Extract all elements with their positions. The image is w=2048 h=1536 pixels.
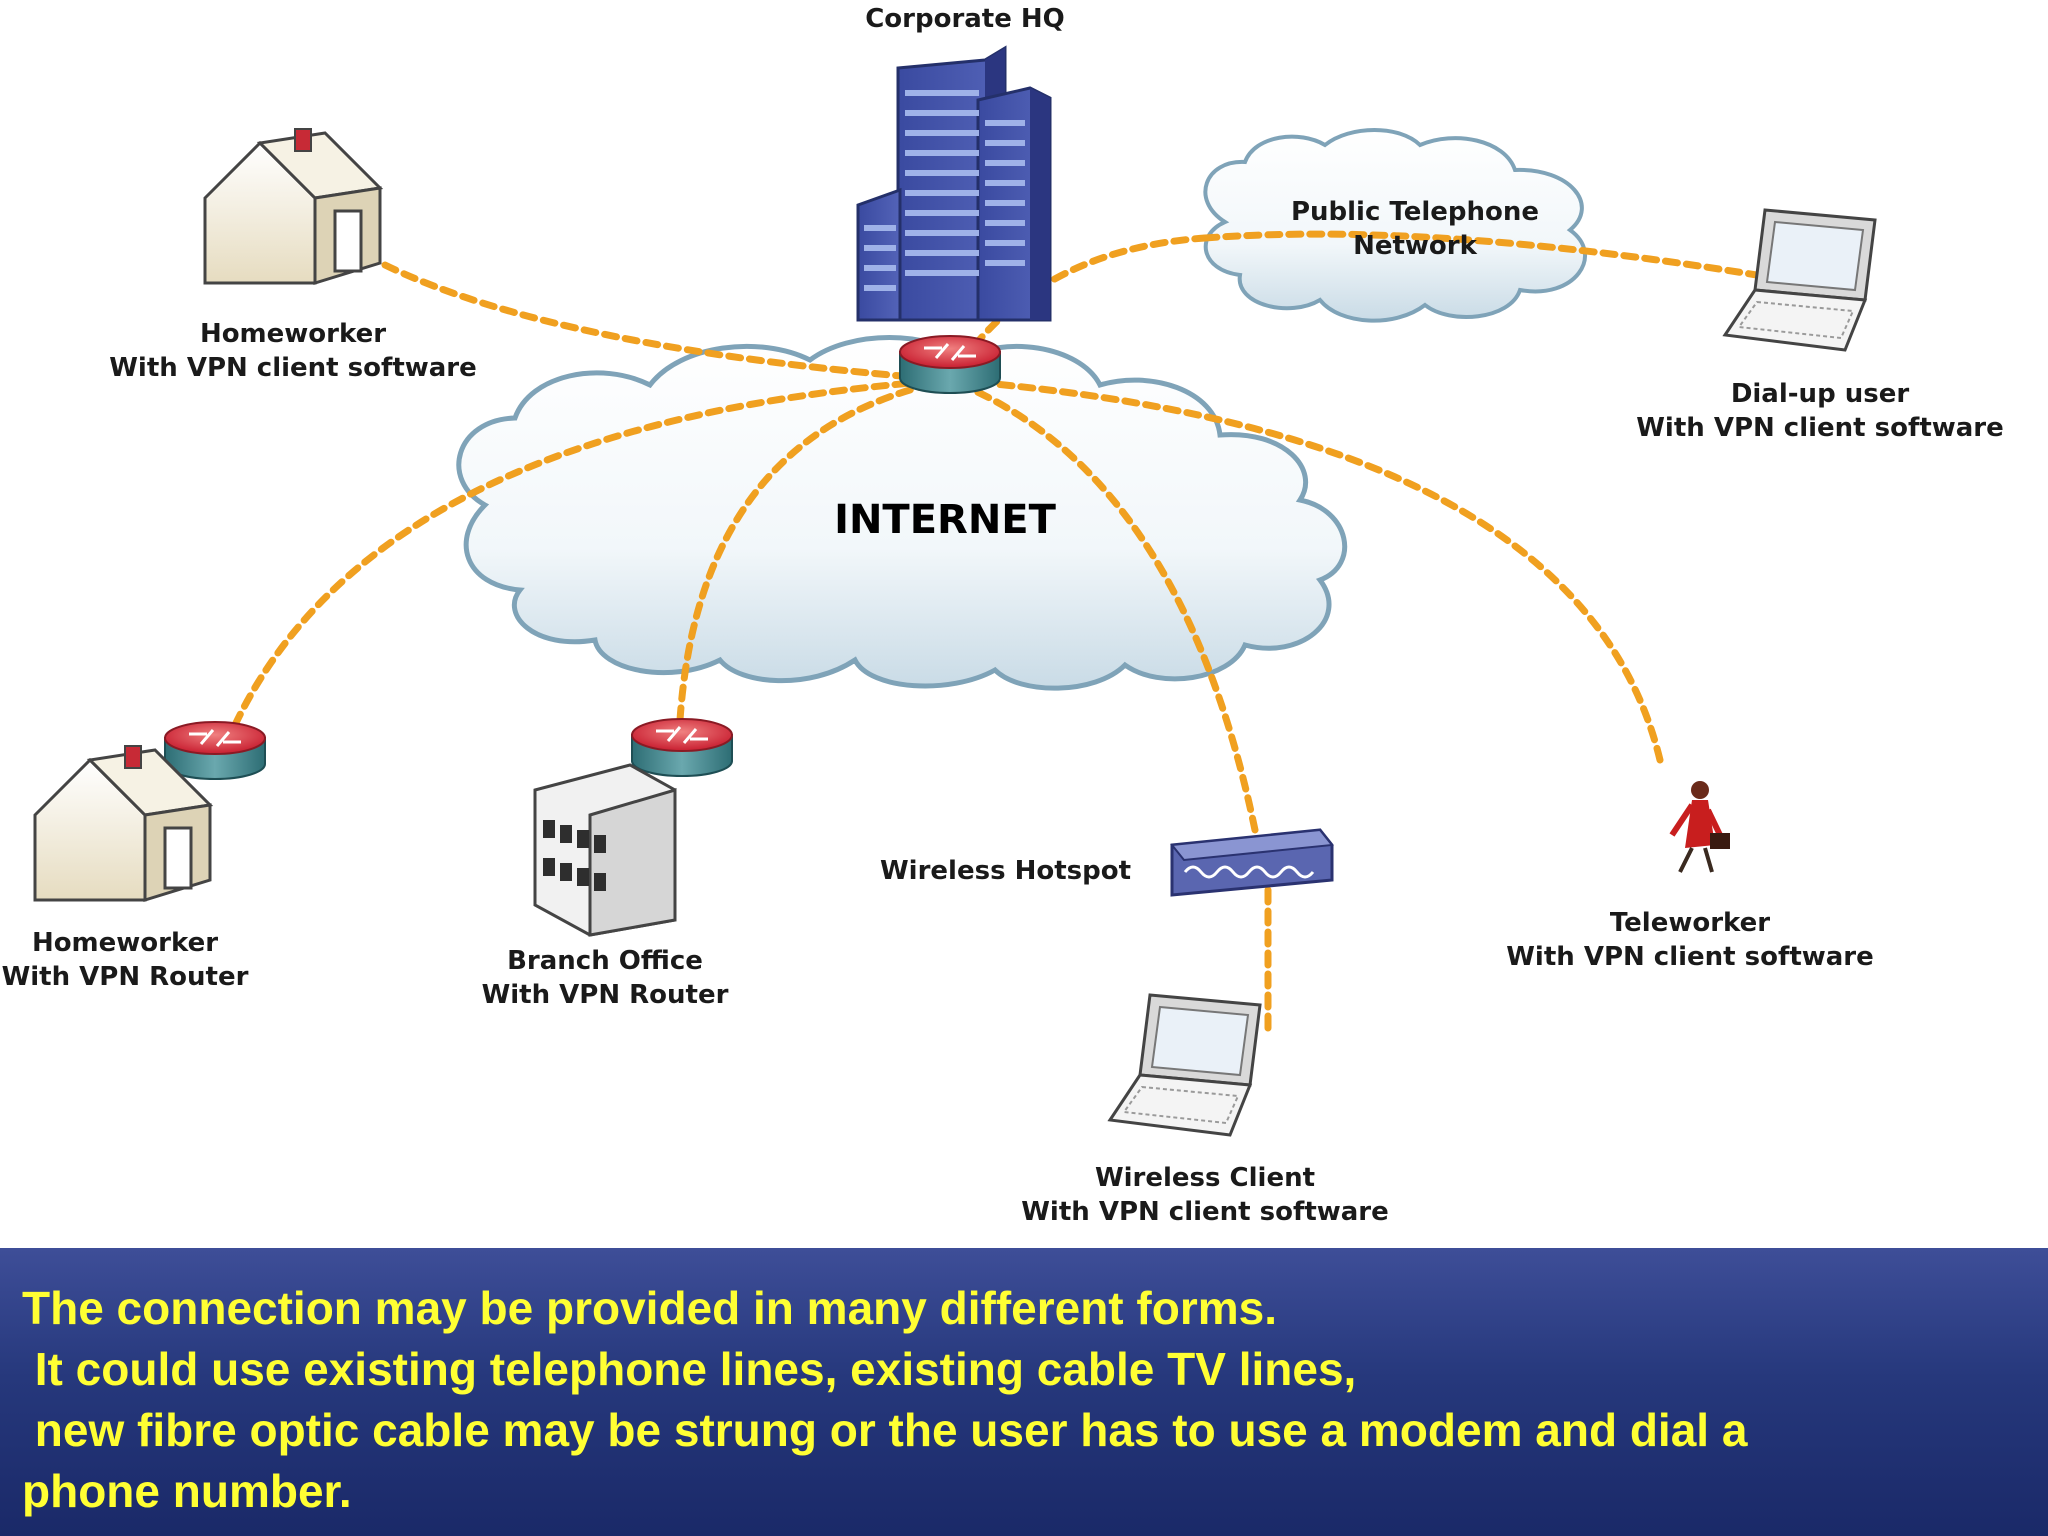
label-wireless-hotspot: Wireless Hotspot xyxy=(880,854,1160,888)
caption-line-2: It could use existing telephone lines, e… xyxy=(22,1343,1357,1395)
caption-line-4: phone number. xyxy=(22,1465,352,1517)
branch-office-building-icon xyxy=(533,763,677,937)
link-telephone-dialup xyxy=(1201,230,1819,289)
label-dialup-user-line2: With VPN client software xyxy=(1636,413,2004,443)
corporate-hq-building-icon xyxy=(856,45,1052,322)
dialup-laptop-icon xyxy=(1723,208,1877,352)
label-corporate-hq: Corporate HQ xyxy=(825,2,1105,36)
label-public-telephone: Public Telephone Network xyxy=(1245,195,1585,263)
label-corporate-hq-line1: Corporate HQ xyxy=(865,4,1065,34)
wireless-hotspot-access-point-icon xyxy=(1170,828,1334,897)
label-wireless-client-line2: With VPN client software xyxy=(1021,1197,1389,1227)
label-branch-office-line2: With VPN Router xyxy=(481,980,729,1010)
homeworker-router-icon xyxy=(163,720,267,781)
label-wireless-client: Wireless Client With VPN client software xyxy=(1005,1161,1405,1229)
label-public-telephone-line2: Network xyxy=(1353,231,1477,261)
label-teleworker-line1: Teleworker xyxy=(1609,908,1771,938)
teleworker-person-icon xyxy=(1669,781,1730,873)
label-internet-line1: INTERNET xyxy=(834,497,1056,543)
link-wireless-hotspot xyxy=(946,376,1259,834)
label-dialup-user-line1: Dial-up user xyxy=(1730,379,1910,409)
label-homeworker-router-line2: With VPN Router xyxy=(1,962,249,992)
label-teleworker-line2: With VPN client software xyxy=(1506,942,1874,972)
link-homeworker-client xyxy=(381,261,954,384)
wireless-client-laptop-icon xyxy=(1108,993,1262,1137)
label-wireless-client-line1: Wireless Client xyxy=(1094,1163,1316,1193)
label-branch-office: Branch Office With VPN Router xyxy=(455,944,755,1012)
label-homeworker-client-line1: Homeworker xyxy=(199,319,387,349)
internet-cloud-icon xyxy=(456,335,1348,691)
label-branch-office-line1: Branch Office xyxy=(507,946,703,976)
label-dialup-user: Dial-up user With VPN client software xyxy=(1620,377,2020,445)
label-internet: INTERNET xyxy=(785,496,1105,544)
link-branch-office xyxy=(676,376,954,724)
caption-line-1: The connection may be provided in many d… xyxy=(22,1282,1277,1334)
caption-text: The connection may be provided in many d… xyxy=(22,1278,1747,1522)
link-homeworker-router xyxy=(231,376,954,729)
vpn-network-diagram: Corporate HQ Homeworker With VPN client … xyxy=(0,2,2020,1229)
label-homeworker-client: Homeworker With VPN client software xyxy=(93,317,493,385)
caption-banner: The connection may be provided in many d… xyxy=(0,1248,2048,1536)
diagram-canvas xyxy=(33,45,1877,1137)
hq-router-icon xyxy=(898,334,1002,395)
link-teleworker xyxy=(946,376,1664,764)
branch-router-icon xyxy=(630,717,734,778)
homeworker-client-house-icon xyxy=(203,127,382,285)
caption-line-3: new fibre optic cable may be strung or t… xyxy=(22,1404,1748,1456)
label-homeworker-router: Homeworker With VPN Router xyxy=(0,926,260,994)
label-wireless-hotspot-line1: Wireless Hotspot xyxy=(880,856,1132,886)
public-telephone-cloud-icon xyxy=(1203,128,1588,323)
label-teleworker: Teleworker With VPN client software xyxy=(1490,906,1890,974)
label-homeworker-client-line2: With VPN client software xyxy=(109,353,477,383)
label-homeworker-router-line1: Homeworker xyxy=(31,928,219,958)
label-public-telephone-line1: Public Telephone xyxy=(1290,197,1540,227)
